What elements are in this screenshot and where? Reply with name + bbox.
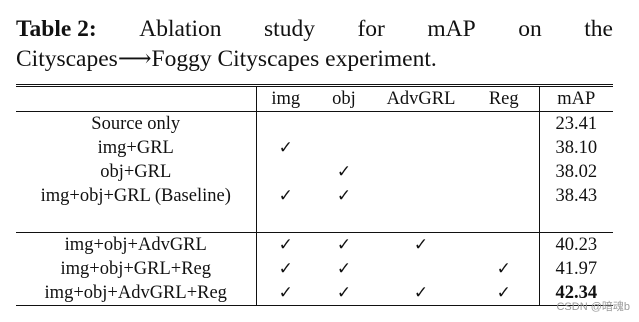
- header-method: [16, 84, 257, 112]
- obj-cell: [315, 112, 373, 137]
- advgrl-cell: ✓: [413, 235, 429, 254]
- table-row: Source only 23.41: [16, 111, 613, 137]
- advgrl-cell: [373, 112, 469, 137]
- img-cell: [256, 160, 315, 184]
- ablation-table: img obj AdvGRL Reg mAP Source only 23.41…: [16, 84, 613, 306]
- img-cell: ✓: [278, 138, 293, 157]
- reg-cell: ✓: [469, 281, 540, 306]
- table-row: img+GRL ✓ 38.10: [16, 136, 613, 160]
- method-name: img+obj+AdvGRL+Reg: [16, 281, 257, 306]
- img-cell: ✓: [278, 235, 293, 254]
- caption-word: Ablation: [139, 16, 222, 42]
- table-row: img+obj+GRL (Baseline) ✓ ✓ 38.43: [16, 184, 613, 208]
- header-map: mAP: [539, 84, 613, 112]
- img-cell: ✓: [278, 259, 293, 278]
- advgrl-cell: [373, 136, 469, 160]
- caption-word: study: [264, 16, 315, 42]
- obj-cell: ✓: [336, 235, 352, 254]
- caption-label: Table 2:: [16, 16, 97, 42]
- obj-cell: ✓: [336, 186, 352, 205]
- method-name: Source only: [16, 111, 257, 136]
- map-value: 40.23: [555, 235, 598, 255]
- map-value-best: 42.34: [539, 281, 613, 306]
- reg-cell: [469, 232, 540, 257]
- header-obj: obj: [315, 84, 373, 112]
- map-value: 38.43: [555, 186, 598, 206]
- reg-cell: ✓: [469, 257, 540, 281]
- method-name: img+obj+GRL (Baseline): [16, 184, 257, 208]
- obj-cell: ✓: [336, 162, 352, 181]
- caption-line-1: Table 2: Ablation study for mAP on the: [16, 14, 613, 44]
- reg-cell: [469, 136, 540, 160]
- reg-cell: [469, 111, 540, 136]
- header-img: img: [256, 84, 315, 112]
- map-value: 38.02: [555, 162, 598, 182]
- img-cell: ✓: [256, 281, 315, 306]
- advgrl-cell: [373, 160, 469, 184]
- method-name: img+obj+GRL+Reg: [16, 257, 257, 281]
- method-name: img+GRL: [16, 136, 257, 160]
- caption-word: for: [357, 16, 385, 42]
- group-separator: [16, 208, 613, 233]
- table-row: img+obj+AdvGRL ✓ ✓ ✓ 40.23: [16, 232, 613, 257]
- header-reg: Reg: [469, 84, 540, 112]
- table-row: img+obj+GRL+Reg ✓ ✓ ✓ 41.97: [16, 257, 613, 281]
- caption-word: the: [584, 16, 613, 42]
- map-value: 38.10: [555, 138, 598, 158]
- obj-cell: ✓: [336, 259, 352, 278]
- advgrl-cell: ✓: [373, 281, 469, 306]
- method-name: img+obj+AdvGRL: [16, 232, 257, 257]
- obj-cell: ✓: [315, 281, 373, 306]
- header-advgrl: AdvGRL: [373, 84, 469, 112]
- reg-cell: [469, 184, 540, 208]
- obj-cell: [315, 136, 373, 160]
- table-row: obj+GRL ✓ 38.02: [16, 160, 613, 184]
- advgrl-cell: [373, 184, 469, 208]
- caption-word: mAP: [427, 16, 476, 42]
- method-name: obj+GRL: [16, 160, 257, 184]
- watermark: CSDN @暗魂b: [556, 301, 630, 313]
- reg-cell: [469, 160, 540, 184]
- map-value: 41.97: [555, 259, 598, 279]
- map-value: 23.41: [555, 114, 598, 134]
- table-row: img+obj+AdvGRL+Reg ✓ ✓ ✓ ✓ 42.34: [16, 281, 613, 306]
- caption-word: on: [518, 16, 542, 42]
- advgrl-cell: [373, 257, 469, 281]
- img-cell: ✓: [278, 186, 293, 205]
- table-header-row: img obj AdvGRL Reg mAP: [16, 84, 613, 112]
- table-caption: Table 2: Ablation study for mAP on the C…: [16, 14, 613, 74]
- caption-line-2: Cityscapes⟶Foggy Cityscapes experiment.: [16, 46, 437, 72]
- img-cell: [256, 112, 315, 137]
